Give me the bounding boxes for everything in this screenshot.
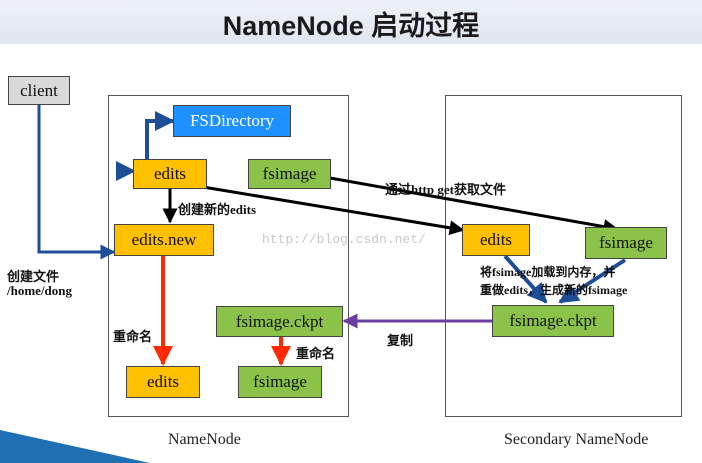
snn-fsimage-ckpt-node: fsimage.ckpt bbox=[492, 305, 614, 337]
client-node: client bbox=[8, 76, 70, 105]
snn-edits-node: edits bbox=[462, 224, 530, 256]
fsdirectory-node: FSDirectory bbox=[173, 105, 291, 137]
title-bar bbox=[0, 0, 702, 44]
create-new-edits-label: 创建新的edits bbox=[178, 202, 257, 217]
client-to-editsnew-arrow bbox=[37, 104, 116, 260]
copy-label: 复制 bbox=[387, 333, 414, 348]
fsimage-to-snn-fsimage-arrow bbox=[329, 176, 619, 235]
rename-right-label: 重命名 bbox=[296, 346, 336, 361]
fsimage-node: fsimage bbox=[248, 159, 331, 189]
edits-to-snn-edits-arrow bbox=[202, 185, 465, 236]
edits-final-node: edits bbox=[126, 366, 200, 398]
create-file-label-1: 创建文件 bbox=[7, 269, 60, 284]
edits-new-node: edits.new bbox=[114, 224, 214, 256]
create-file-label-2: /home/dong bbox=[7, 283, 73, 298]
fsimage-ckpt-node: fsimage.ckpt bbox=[216, 306, 343, 337]
namenode-caption: NameNode bbox=[168, 431, 241, 448]
rename-left-label: 重命名 bbox=[113, 329, 153, 344]
secondary-namenode-caption: Secondary NameNode bbox=[504, 431, 649, 448]
snn-fsimage-node: fsimage bbox=[585, 227, 667, 259]
fsimage-final-node: fsimage bbox=[238, 366, 322, 398]
snn-edits-merge-arrow bbox=[503, 254, 548, 304]
load-label-1: 将fsimage加载到内存，并 bbox=[480, 265, 616, 279]
http-get-label: 通过http get获取文件 bbox=[385, 182, 506, 197]
snn-fsimage-merge-arrow bbox=[558, 258, 627, 304]
edits-node: edits bbox=[133, 159, 207, 189]
page-title: NameNode 启动过程 bbox=[222, 11, 480, 41]
load-label-2: 重做edits，生成新的fsimage bbox=[480, 283, 628, 297]
corner-decoration bbox=[0, 430, 150, 463]
watermark: http://blog.csdn.net/ bbox=[262, 232, 426, 247]
